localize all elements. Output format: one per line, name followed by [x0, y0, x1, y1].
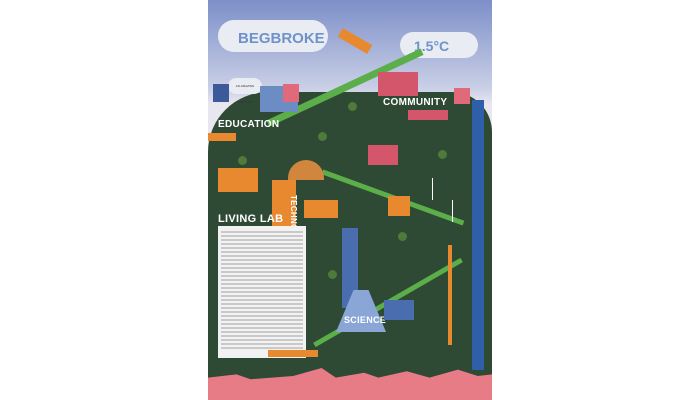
house: [213, 84, 229, 102]
tree: [348, 102, 357, 111]
science-tower: [342, 228, 358, 308]
label-living-lab: LIVING LAB: [218, 213, 284, 225]
tree: [328, 270, 337, 279]
community-terrace: [408, 110, 448, 120]
satellite-icon: [337, 28, 373, 54]
ladder: [448, 245, 452, 345]
tree: [238, 156, 247, 165]
living-lab-text-panel: [218, 226, 306, 358]
train: [268, 350, 318, 357]
house: [304, 200, 338, 218]
label-education: EDUCATION: [218, 119, 280, 130]
house: [283, 84, 299, 102]
river: [472, 100, 484, 370]
house: [388, 196, 410, 216]
wind-turbine-icon: [452, 200, 453, 222]
poster-title: BEGBROKE: [238, 30, 325, 47]
house: [384, 300, 414, 320]
community-houses: [378, 72, 418, 96]
bus: [208, 133, 236, 141]
tree: [318, 132, 327, 141]
thought-bubble: AN AMAZING THOUGHT?: [228, 78, 262, 104]
wind-turbine-icon: [432, 178, 433, 200]
house: [368, 145, 398, 165]
cloud-title: [218, 20, 328, 52]
mushroom-building: [288, 160, 324, 180]
label-community: COMMUNITY: [383, 97, 448, 108]
temperature-label: 1.5°C: [414, 38, 450, 54]
tree: [398, 232, 407, 241]
label-science: SCIENCE: [344, 315, 387, 325]
house: [218, 168, 258, 192]
tree: [438, 150, 447, 159]
poster-illustration: BEGBROKE 1.5°C AN AMAZING THOUGHT? EDUCA…: [208, 0, 492, 400]
house: [454, 88, 470, 104]
